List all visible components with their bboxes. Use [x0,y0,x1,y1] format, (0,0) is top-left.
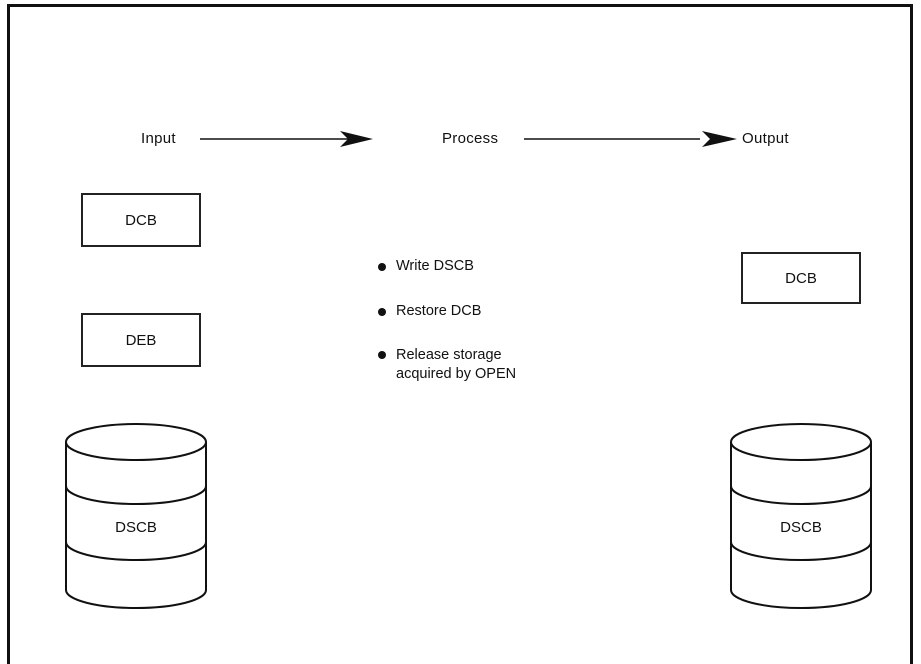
input-deb-label: DEB [125,331,157,349]
diagram-graphics [65,131,872,609]
output-dcb-box: DCB [741,252,861,304]
process-step-line: acquired by OPEN [396,366,517,382]
process-step-text: Write DSCB [396,258,474,274]
input-dcb-box: DCB [81,193,201,247]
process-step-text: Restore DCB [396,303,482,319]
bullet-icon [378,308,386,316]
output-label: Output [742,130,789,147]
diagram-frame [7,4,913,664]
input-label: Input [141,130,176,147]
process-step: Restore DCB [378,303,481,319]
output-dcb-label: DCB [785,269,817,287]
bullet-icon [378,351,386,359]
arrowhead-input-to-process [340,131,373,147]
process-step: Write DSCB [378,258,474,274]
process-step-text: Release storage acquired by OPEN [396,346,516,384]
process-label: Process [442,130,499,147]
process-step-line: Release storage [396,347,502,363]
output-disk-cylinder [730,423,872,609]
input-dcb-label: DCB [125,211,157,229]
bullet-icon [378,263,386,271]
output-dscb-label: DSCB [780,519,822,536]
input-deb-box: DEB [81,313,201,367]
input-disk-cylinder [65,423,207,609]
input-dscb-label: DSCB [115,519,157,536]
process-step: Release storage acquired by OPEN [378,346,516,384]
arrowhead-process-to-output [702,131,737,147]
